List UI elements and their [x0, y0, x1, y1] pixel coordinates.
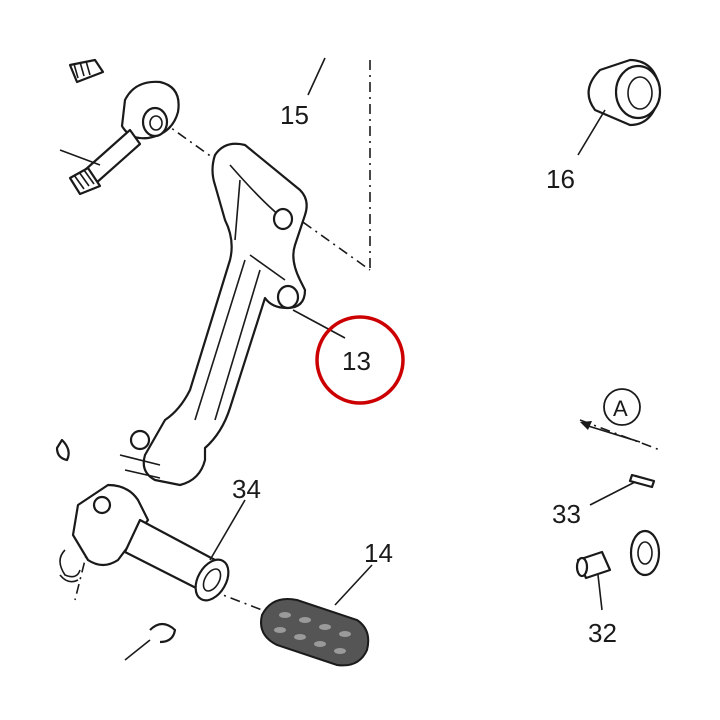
label-15: 15	[280, 100, 309, 130]
pin-33	[628, 473, 656, 489]
view-arrow-a	[580, 388, 641, 443]
footrest-peg-34	[55, 438, 230, 602]
label-13: 13	[342, 346, 371, 376]
leader-lines	[209, 57, 636, 611]
label-14: 14	[364, 538, 393, 568]
pedal-pad-14	[260, 598, 370, 667]
label-34: 34	[232, 474, 261, 504]
brake-pedal-lever	[119, 142, 308, 487]
highlight-circle	[315, 315, 405, 405]
circlip	[124, 622, 177, 661]
label-33: 33	[552, 499, 581, 529]
view-label-a: A	[613, 396, 628, 421]
bushing-16	[587, 58, 662, 127]
assembly-axes	[74, 60, 661, 616]
label-16: 16	[546, 164, 575, 194]
sleeve-32	[575, 550, 612, 580]
label-32: 32	[588, 618, 617, 648]
linkage-rod	[59, 58, 180, 196]
washer	[629, 529, 661, 577]
